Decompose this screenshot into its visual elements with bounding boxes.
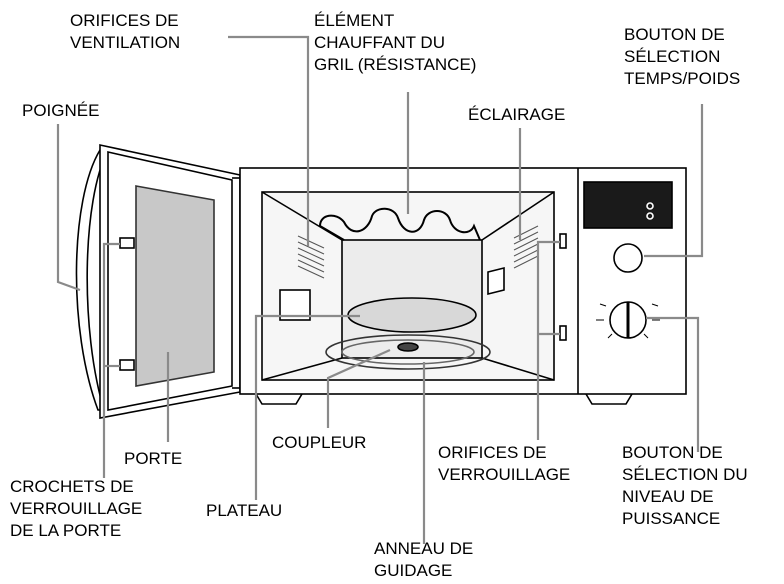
display-panel [583, 181, 673, 229]
vent-right [513, 225, 539, 269]
lock-hole-bottom [559, 325, 567, 341]
lock-hole-top [559, 233, 567, 249]
label-poignee: POIGNÉE [22, 101, 100, 120]
label-orifices-ventilation: ORIFICES DE VENTILATION [70, 11, 181, 52]
door [75, 144, 246, 419]
guide-ring [325, 334, 491, 370]
coupler [397, 342, 419, 352]
label-crochets: CROCHETS DE VERROUILLAGE DE LA PORTE [10, 477, 143, 540]
lamp [487, 266, 505, 296]
grill-element [318, 207, 481, 241]
leader-lines [56, 35, 704, 544]
door-window [135, 185, 215, 387]
label-bouton-temps-poids: BOUTON DE SÉLECTION TEMPS/POIDS [624, 25, 741, 88]
label-element-chauffant: ÉLÉMENT CHAUFFANT DU GRIL (RÉSISTANCE) [314, 11, 477, 74]
latch-hook-top [119, 237, 135, 249]
label-coupleur: COUPLEUR [272, 433, 367, 452]
label-anneau: ANNEAU DE GUIDAGE [374, 539, 474, 580]
foot-right [585, 393, 633, 405]
label-orifices-verrouillage: ORIFICES DE VERROUILLAGE [438, 443, 571, 484]
vent-left [297, 235, 325, 279]
turntable-plate [347, 297, 477, 333]
time-weight-knob[interactable] [613, 243, 643, 273]
label-plateau: PLATEAU [206, 501, 283, 520]
label-porte: PORTE [124, 449, 183, 468]
label-eclairage: ÉCLAIRAGE [468, 105, 566, 124]
oven-body [239, 167, 687, 405]
latch-hook-bottom [119, 359, 135, 371]
label-bouton-puissance: BOUTON DE SÉLECTION DU NIVEAU DE PUISSAN… [622, 443, 748, 528]
foot-left [255, 393, 303, 405]
